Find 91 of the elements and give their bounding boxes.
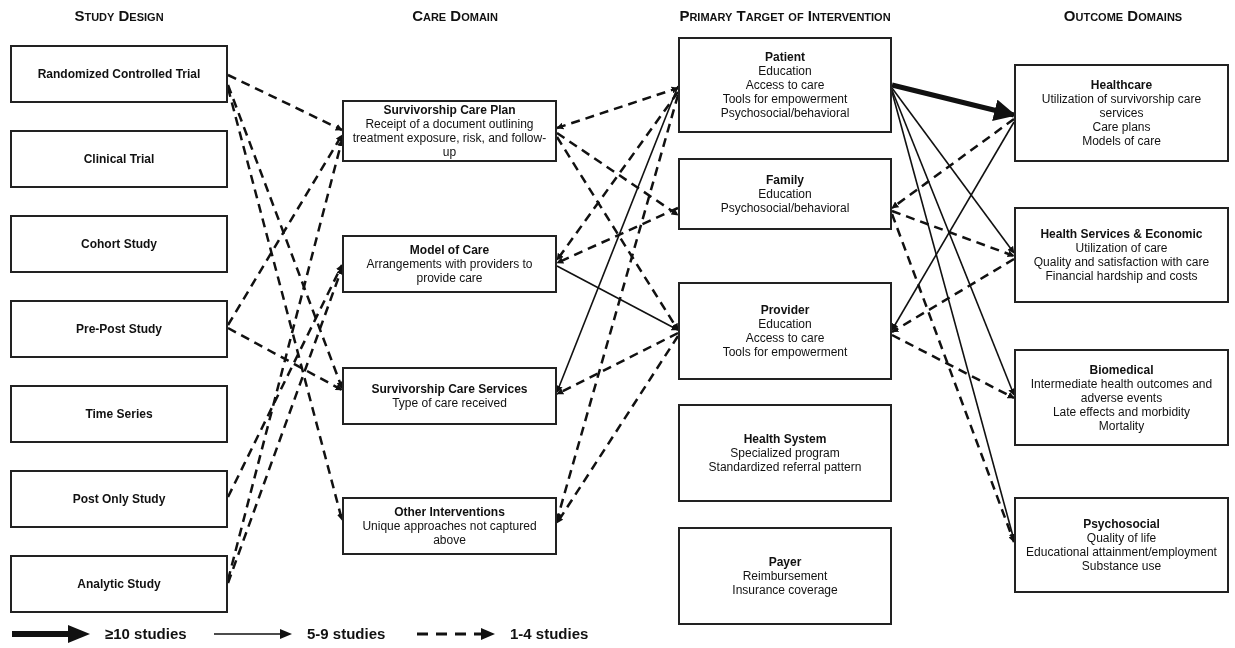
node-box <box>678 527 892 625</box>
node-box <box>1014 207 1229 303</box>
node-text: Intermediate health outcomes and adverse events <box>1029 376 1214 405</box>
node-box <box>10 45 228 103</box>
node-text: Tools for empowerment <box>722 92 848 106</box>
node-title: Health System <box>743 432 827 446</box>
node-text: Mortality <box>1098 418 1145 433</box>
legend-label: 5-9 studies <box>307 625 386 642</box>
column-heading: Primary Target of Intervention <box>679 7 891 24</box>
node-box <box>678 158 892 230</box>
legend-label: 1-4 studies <box>510 625 589 642</box>
node-box <box>678 37 892 133</box>
arrow <box>556 265 679 331</box>
arrow <box>556 331 679 396</box>
node-text: Specialized program <box>730 446 840 460</box>
arrow <box>556 131 679 217</box>
node-box <box>678 282 892 380</box>
node-box <box>10 470 228 528</box>
node-title: Patient <box>765 50 805 64</box>
node-box <box>342 497 557 555</box>
arrow <box>556 206 679 265</box>
node-text: Educational attainment/employment <box>1026 545 1217 559</box>
node-text: Education <box>758 317 812 331</box>
node-text: Quality and satisfaction with care <box>1033 255 1210 269</box>
node-text: Tools for empowerment <box>722 345 848 359</box>
node-title: Other Interventions <box>394 505 505 519</box>
node-text: Access to care <box>745 78 825 92</box>
node-text: Substance use <box>1081 559 1162 573</box>
node-box <box>342 367 557 425</box>
node-title: Healthcare <box>1090 78 1153 92</box>
node-text: Insurance coverage <box>732 583 838 597</box>
node-text: Unique approaches not captured above <box>361 519 538 547</box>
arrow <box>556 91 679 261</box>
legend-label: ≥10 studies <box>105 625 187 642</box>
node-box <box>1014 497 1229 593</box>
node-text: Education <box>758 187 812 201</box>
node-text: Financial hardship and costs <box>1045 269 1198 283</box>
node-title: Post Only Study <box>72 492 166 506</box>
node-title: Analytic Study <box>77 577 161 591</box>
arrow <box>891 333 1015 400</box>
node-text: Psychosocial/behavioral <box>720 106 850 120</box>
node-title: Clinical Trial <box>83 152 155 166</box>
node-box <box>10 215 228 273</box>
node-title: Psychosocial <box>1083 517 1160 531</box>
node-box <box>10 300 228 358</box>
node-title: Survivorship Care Plan <box>383 103 516 117</box>
node-title: Randomized Controlled Trial <box>37 67 201 81</box>
node-text: Quality of life <box>1086 531 1157 545</box>
node-text: Care plans <box>1092 120 1151 134</box>
node-box <box>10 385 228 443</box>
node-text: Type of care received <box>392 396 507 410</box>
node-text: Utilization of survivorship care services <box>1040 92 1203 120</box>
node-title: Cohort Study <box>81 237 157 251</box>
column-heading: Outcome Domains <box>1063 7 1183 24</box>
node-title: Pre-Post Study <box>76 322 162 336</box>
node-title: Biomedical <box>1089 362 1154 377</box>
node-text: Standardized referral pattern <box>708 460 862 474</box>
arrow <box>891 118 1015 209</box>
node-title: Time Series <box>85 407 153 421</box>
node-box <box>1014 349 1229 446</box>
node-title: Model of Care <box>409 243 490 257</box>
node-text: Education <box>758 64 812 78</box>
node-title: Provider <box>760 303 810 317</box>
node-text: Arrangements with providers to provide care <box>365 257 534 285</box>
node-title: Family <box>766 173 804 187</box>
node-text: Models of care <box>1082 134 1161 148</box>
arrow <box>227 326 343 392</box>
node-box <box>678 404 892 502</box>
node-box <box>10 130 228 188</box>
arrow <box>891 121 1015 331</box>
node-box <box>1014 64 1229 162</box>
node-title: Health Services & Economic <box>1040 227 1203 241</box>
column-heading: Care Domain <box>412 7 498 24</box>
arrow <box>556 85 679 393</box>
arrow <box>891 257 1015 334</box>
arrow <box>556 86 679 130</box>
node-text: Receipt of a document outlining treatment exposure, risk, and follow-up <box>351 117 548 159</box>
node-text: Reimbursement <box>742 569 828 583</box>
arrow <box>891 209 1015 258</box>
node-title: Payer <box>768 555 802 569</box>
arrow <box>891 87 1015 254</box>
arrow <box>227 73 343 132</box>
node-box <box>10 555 228 613</box>
node-text: Access to care <box>745 331 825 345</box>
column-heading: Study Design <box>74 7 164 24</box>
node-text: Utilization of care <box>1075 241 1168 255</box>
node-box <box>342 100 557 162</box>
node-text: Late effects and morbidity <box>1052 404 1191 419</box>
node-box <box>342 235 557 293</box>
node-title: Survivorship Care Services <box>371 382 528 396</box>
node-text: Psychosocial/behavioral <box>720 201 850 215</box>
